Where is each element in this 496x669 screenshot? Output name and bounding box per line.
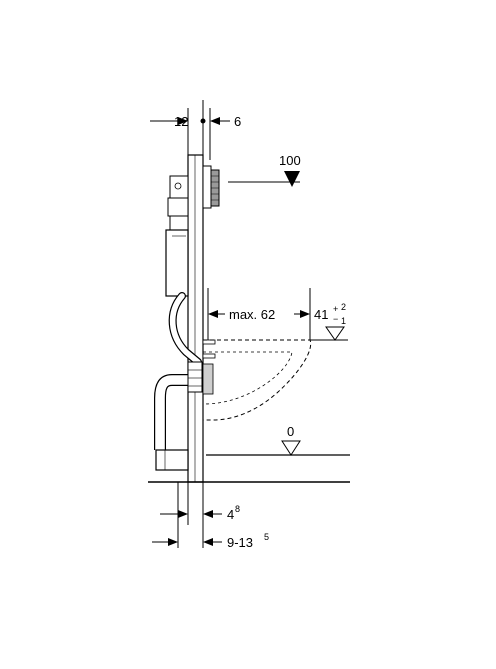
flush-height-marker: 100 (228, 153, 301, 187)
floor (148, 454, 350, 483)
arrow-left-icon (208, 310, 218, 318)
dim-wall-left: 12 (174, 114, 188, 129)
top-dimension: 12 6 (150, 108, 241, 160)
arrow-left-icon (203, 538, 213, 546)
level-triangle-outline-icon (325, 326, 345, 341)
wc-bowl-outline (202, 339, 312, 421)
dim-bottom-range: 9-13 (227, 535, 253, 550)
bowl-height-marker: 41 + 2 − 1 (310, 302, 348, 341)
dim-bowl-tol-minus-val: 1 (341, 316, 346, 326)
dim-bowl-tol-plus-val: 2 (341, 302, 346, 312)
arrow-right-icon (168, 538, 178, 546)
arrow-left-icon (210, 117, 220, 125)
bottom-dimensions: 4 8 9-13 5 (152, 482, 269, 550)
installation-frame (187, 100, 204, 483)
projection-dimension: max. 62 (207, 288, 311, 340)
arrow-right-icon (178, 117, 188, 125)
level-triangle-filled-icon (284, 171, 300, 187)
dim-bowl-height: 41 (314, 307, 328, 322)
waste-pipe (154, 361, 203, 471)
dim-bottom-range-sup: 5 (264, 532, 269, 542)
dim-projection: max. 62 (229, 307, 275, 322)
cistern (165, 175, 189, 297)
dim-bowl-tol-plus: + (333, 304, 338, 314)
arrow-right-icon (178, 510, 188, 518)
dim-bottom-small-sup: 8 (235, 504, 240, 514)
dim-bowl-tol-minus: − (333, 314, 338, 324)
arrow-right-icon (300, 310, 310, 318)
dim-floor-level: 0 (287, 424, 294, 439)
arrow-left-icon (203, 510, 213, 518)
dim-bottom-small: 4 (227, 507, 234, 522)
dim-wall-right: 6 (234, 114, 241, 129)
dim-flush-height: 100 (279, 153, 301, 168)
level-triangle-outline-icon (281, 440, 301, 456)
mounting-bolts (202, 339, 216, 395)
flush-plate (202, 165, 220, 209)
floor-level-marker: 0 (278, 424, 306, 456)
flush-pipe (168, 292, 202, 366)
